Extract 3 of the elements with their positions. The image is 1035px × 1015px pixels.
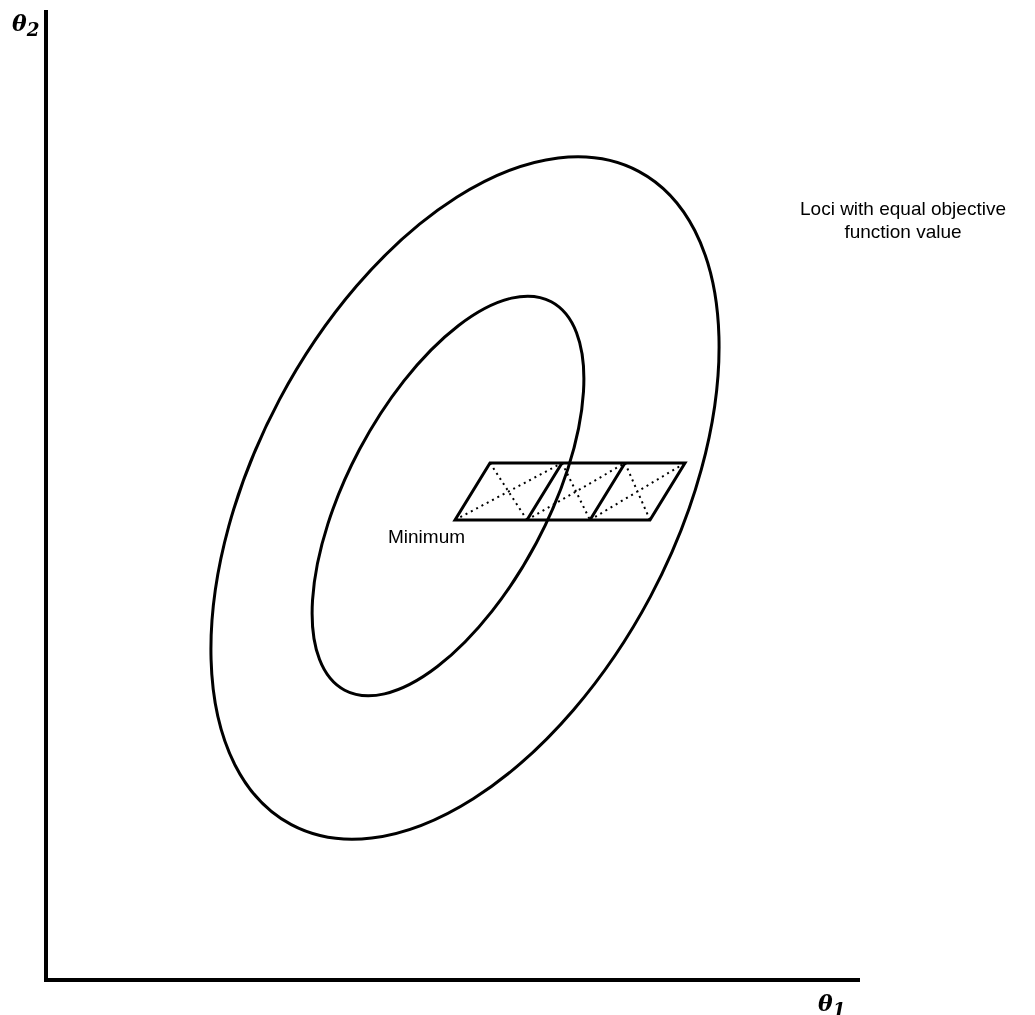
curve-label: Loci with equal objective function value [799, 198, 1007, 244]
point-label: Minimum [388, 526, 466, 549]
axis-label: θ$_{2}$ [12, 10, 40, 42]
